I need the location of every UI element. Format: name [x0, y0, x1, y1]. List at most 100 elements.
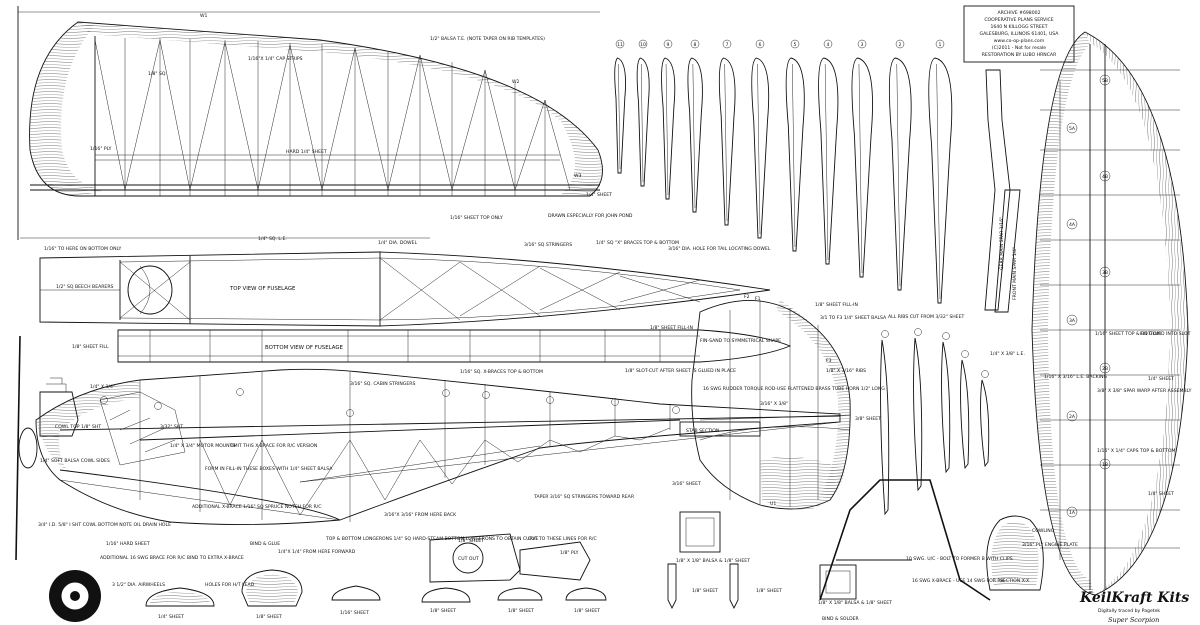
dowel-label: 1/4" DIA. DOWEL [378, 240, 417, 246]
former-a-label: 1/4" SHEET [158, 614, 184, 620]
le-backing-label: 1/16" X 3/16" L.E. BACKING [1044, 374, 1107, 380]
l-sheet-label: 1/8" SHEET [756, 588, 782, 594]
former-j-label: 1/8" SHEET [574, 608, 600, 614]
rib-template: 8 [687, 39, 703, 213]
svg-text:5A: 5A [1069, 126, 1076, 132]
street-address: 1640 N KILLOGG STREET [990, 24, 1047, 30]
uc-bolt-label: 10 SWG. U/C - BOLT TO FORMER B WITH CLIP… [906, 556, 1013, 562]
tail-ribs-label: 1/8" X 3/16" RIBS [826, 368, 866, 374]
svg-text:1B: 1B [1102, 462, 1108, 468]
wing-le-label: 1/4" SQ. L.E. [258, 236, 287, 242]
station-marker [154, 402, 162, 410]
city-address: GALESBURG, ILLINOIS 61401, USA [980, 31, 1060, 37]
f1-label: F1 [755, 296, 761, 302]
rib-number: 1 [939, 42, 942, 48]
wing-w3-label: W3 [574, 173, 582, 179]
title-block: ARCHIVE #698002 COOPERATIVE PLANS SERVIC… [963, 5, 1075, 63]
rib-template: 9 [661, 39, 676, 200]
brand-logo: KeilKraft Kits Digitally traced by Paget… [1079, 590, 1189, 624]
spar-label-1: GEAR MAIN SPAR 1/16" [999, 217, 1005, 270]
wing-panel: W1 1/2" BALSA T.E. (NOTE TAPER ON RIB TE… [17, 6, 633, 252]
wing-rib-id: 2A [1066, 410, 1078, 422]
wing-w1-label: W1 [200, 13, 208, 19]
wing-w2-label: W2 [512, 79, 520, 85]
spar-strips: GEAR MAIN SPAR 1/16" FRONT MAIN SPAR 1/4… [984, 69, 1021, 313]
wing-rib-id: 1B [1099, 458, 1111, 470]
fill-boxes-label: FORM IN FILL-IN THESE BOXES WITH 1/4" SH… [205, 466, 333, 472]
wing-rib-id: 4A [1066, 218, 1078, 230]
rib-number: 7 [726, 42, 729, 48]
holes-label: HOLES FOR H/T LEAD [205, 582, 255, 588]
station-marker [346, 409, 354, 417]
tail-rib [941, 332, 951, 474]
plans-service: COOPERATIVE PLANS SERVICE [984, 17, 1053, 23]
beech-bearers-label: 1/2" SQ BEECH BEARERS [56, 284, 114, 290]
swg16-label: 16 SWG X-BRACE - USE 14 SWG FOR R/C [912, 578, 1005, 584]
wing-sheet-label: 1/4" SHEET [586, 192, 612, 198]
tail-strip-label: 3/16" X 3/8" [760, 401, 788, 407]
ribs-cut-label: ALL RIBS CUT FROM 3/32" SHEET [888, 314, 964, 320]
svg-text:3B: 3B [1102, 270, 1108, 276]
cowling-label: COWLING [1032, 528, 1055, 534]
svg-text:1A: 1A [1069, 510, 1076, 516]
wing-rib-id: 2B [1099, 362, 1111, 374]
rib-number: 11 [617, 42, 623, 48]
svg-text:3A: 3A [1069, 318, 1076, 324]
x14-label: 1/4" X 1/4" [90, 384, 115, 390]
copyright: (C)2011 - Not for resale [992, 45, 1046, 51]
rib-template: 1 [928, 39, 953, 304]
svg-text:2A: 2A [1069, 414, 1076, 420]
from-here-back-label: 3/16"X 3/16" FROM HERE BACK [384, 512, 457, 518]
f3-sheet-label: 3/1 TO F3 1/4" SHEET BALSA [820, 315, 887, 321]
rib-number: 3 [861, 42, 864, 48]
right-wing-plan: FIN GLUED INTO SLOT 1/16" SHEET TOP & BO… [990, 31, 1192, 596]
omit-xbrace-label: OMIT THIS X-BRACE FOR R/C VERSION [230, 443, 317, 449]
archive-number: ARCHIVE #698002 [997, 10, 1040, 16]
former-c-label: 1/8" SHEET [256, 614, 282, 620]
plate-sheet-label: 1/8" SHEET [458, 538, 484, 544]
rib-number: 5 [794, 42, 797, 48]
parts-row: 3 1/2" DIA. AIRWHEELS HOLES FOR H/T LEAD… [49, 479, 1078, 622]
fin-glued-label: FIN GLUED INTO SLOT [1140, 331, 1191, 337]
cutout-label: CUT OUT [458, 556, 479, 562]
wing-sq-label: 1/8" SQ [148, 71, 166, 77]
x-braces-label: 1/4" SQ "X" BRACES TOP & BOTTOM [596, 240, 679, 246]
tail-rib [980, 370, 990, 468]
tail-rib [880, 330, 890, 516]
former-e-label: 1/16" SHEET [340, 610, 369, 616]
slot-cut-label: 1/8" SLOT-CUT AFTER SHEET IS GLUED IN PL… [625, 368, 736, 374]
rib-template: 2 [888, 39, 912, 291]
rib-number: 9 [667, 42, 670, 48]
rib-number: 8 [694, 42, 697, 48]
sixteenth-sheet-label: 3/16" SHEET [672, 481, 701, 487]
model-name: Super Scorpion [1108, 616, 1159, 624]
f3-label: F3 [826, 358, 832, 364]
website: www.co-op-plans.com [994, 38, 1045, 44]
tail-rib [913, 328, 923, 492]
wing-bottom-only-label: 1/16" TO HERE ON BOTTOM ONLY [44, 246, 121, 252]
bottom-fill-label: 1/8" SHEET FILL [72, 344, 109, 350]
fin-sand-label: FIN-SAND TO SYMMETRICAL SHAPE [700, 338, 781, 344]
bottom-fill-in-label: 1/8" SHEET FILL-IN [650, 325, 693, 331]
rib-number: 2 [899, 42, 902, 48]
wing-hard-label: HARD 1/4" SHEET [286, 149, 327, 155]
bottom-view-label: BOTTOM VIEW OF FUSELAGE [265, 345, 343, 351]
bind-solder-label: BIND & SOLDER [822, 616, 860, 622]
fuselage-bottom-view: 1/8" SHEET FILL BOTTOM VIEW OF FUSELAGE … [72, 325, 792, 363]
station-marker [672, 406, 680, 414]
tail-ribs [880, 328, 990, 516]
right-sheet-label-2: 1/4" SHEET [1148, 491, 1174, 497]
from-here-forward-label: 1/4"X 1/4" FROM HERE FORWARD [278, 549, 356, 555]
engine-plate-label: 3/16" PLY ENGINE PLATE [1022, 542, 1078, 548]
svg-text:5B: 5B [1102, 78, 1108, 84]
top-bottom-sheet-label: 1/16" SHEET TOP & BOTTOM [1095, 331, 1161, 337]
section-label: SECTION X-X [1000, 578, 1029, 584]
station-marker [482, 391, 490, 399]
stab-section-label: STAB SECTION [686, 428, 719, 434]
wing-rib-id: 4B [1099, 170, 1111, 182]
propeller-icon [15, 335, 21, 561]
cowl-top-label: COWL TOP 1/8" SHT [55, 424, 101, 430]
right-sheet-label: 1/4" SHEET [1148, 376, 1174, 382]
